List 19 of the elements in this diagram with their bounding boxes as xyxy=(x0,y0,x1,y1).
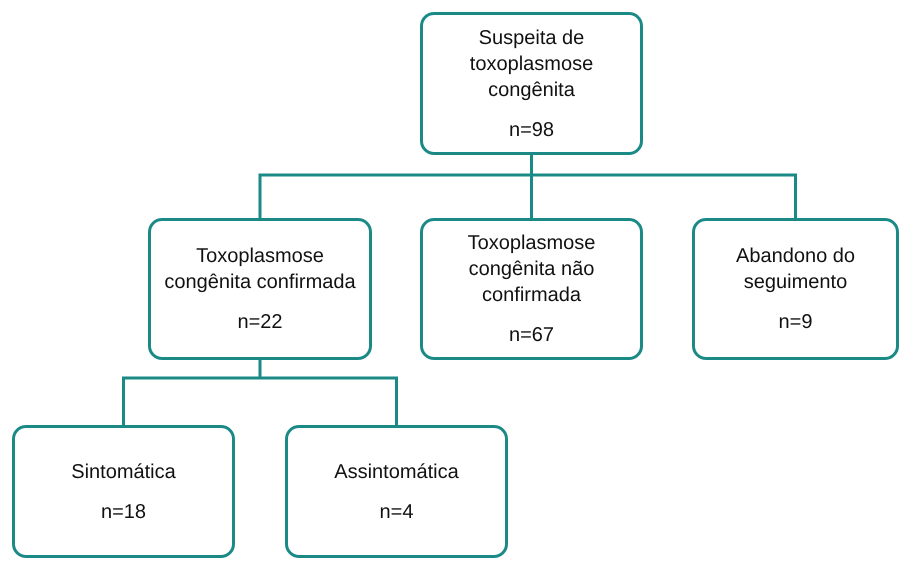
process-box xyxy=(420,12,643,155)
box-heading: Toxoplasmose congênita confirmada xyxy=(163,244,357,295)
process-box xyxy=(285,425,508,558)
box-heading: Abandono do seguimento xyxy=(734,244,856,295)
count-text: n=98 xyxy=(508,118,554,142)
connector-line xyxy=(530,155,797,218)
box-heading: Assintomática xyxy=(334,460,459,484)
box-heading: Suspeita de toxoplasmose congênita xyxy=(468,26,594,102)
box-heading: Sintomática xyxy=(71,460,176,484)
count-text: n=22 xyxy=(237,310,283,335)
process-box xyxy=(12,425,235,558)
count-text: n=67 xyxy=(508,323,554,348)
process-box xyxy=(692,218,899,360)
count-text: n=9 xyxy=(778,310,812,335)
box-heading: Toxoplasmose congênita não confirmada xyxy=(466,231,596,308)
count-text: n=18 xyxy=(100,500,146,524)
process-box xyxy=(148,218,372,360)
process-box xyxy=(420,218,643,360)
count-text: n=4 xyxy=(380,500,414,524)
